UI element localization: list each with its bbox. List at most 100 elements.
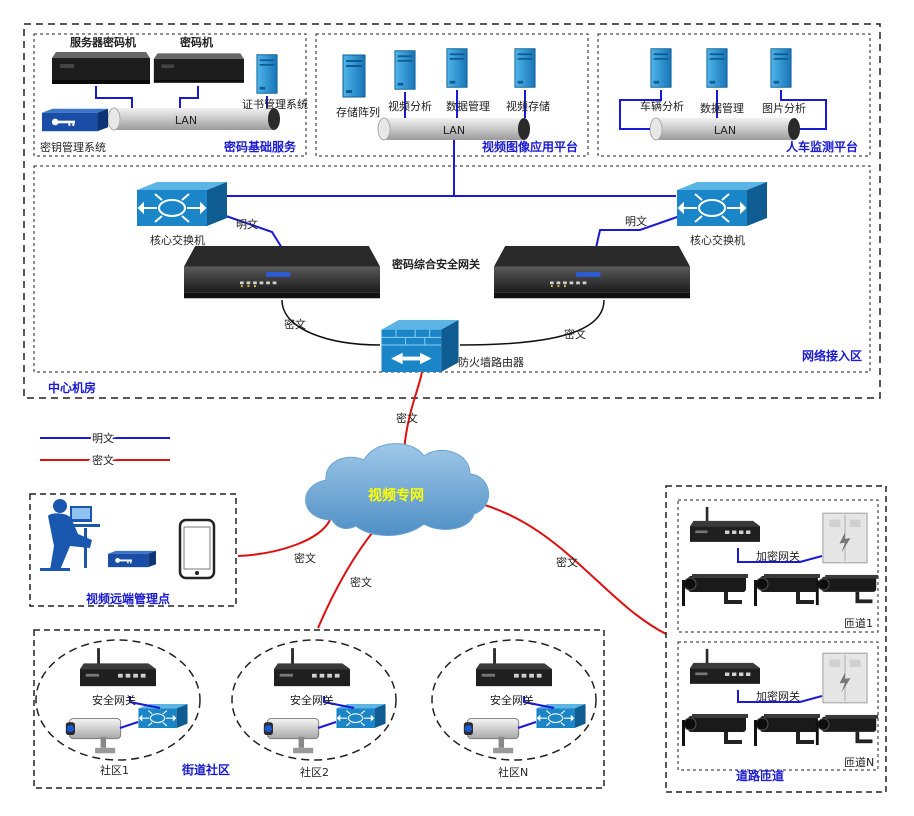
camera-icon (463, 718, 520, 754)
center-room-frame (23, 23, 881, 399)
gateway-left-icon (184, 246, 380, 299)
gateway-right-icon (494, 246, 690, 299)
center-room-title: 中心机房 (48, 380, 96, 395)
camera-icon (65, 718, 122, 754)
server-crypto-machine (52, 52, 150, 84)
key-box-icon (108, 550, 156, 568)
video-analysis-icon (394, 50, 416, 90)
plain-right-label: 明文 (625, 214, 647, 228)
video-platform-frame (315, 33, 589, 157)
camera-icon (263, 718, 320, 754)
vehicle-platform-panel: LAN 车辆分析 数据管理 图片分析 人车监测平台 (619, 48, 858, 154)
cert-server-icon (256, 54, 278, 94)
ramp-1: 加密网关 匝道1 (677, 499, 879, 633)
community-name: 社区1 (100, 763, 129, 777)
phone-icon (178, 518, 216, 580)
ramp-gateway-label: 加密网关 (756, 549, 800, 563)
legend-plain-label: 明文 (92, 431, 114, 445)
core-switch-left-label: 核心交换机 (150, 233, 205, 247)
access-zone-title: 网络接入区 (802, 348, 862, 363)
vehicle-platform-title: 人车监测平台 (786, 139, 858, 154)
image-analysis-icon (770, 48, 792, 88)
data-mgmt-icon (446, 48, 468, 88)
community-gateway-icon (476, 648, 552, 687)
camera-icon (815, 714, 879, 746)
crypto-machine-label: 密码机 (180, 35, 213, 49)
crypto-service-panel: LAN 服务器密码机 密码机 证书管理系统 密钥管理系统 密码基础服务 (40, 35, 308, 154)
ramp-gateway-icon (690, 506, 760, 542)
cipher-left-label: 密文 (284, 317, 306, 331)
core-switch-left-icon (136, 182, 228, 226)
cloud-label: 视频专网 (368, 487, 424, 504)
switch-icon (138, 704, 188, 728)
link-label-remote: 密文 (294, 551, 316, 565)
ramp-gateway-icon (690, 648, 760, 684)
link-label-top: 密文 (396, 411, 418, 425)
remote-mgmt-panel: 视频远端管理点 (40, 499, 216, 606)
crypto-service-frame (33, 33, 307, 157)
road-ramp-frame (665, 485, 887, 793)
firewall-icon (380, 320, 460, 372)
cipher-right-label: 密文 (564, 327, 586, 341)
cabinet-icon (822, 652, 868, 704)
community-name: 社区2 (300, 765, 329, 779)
road-ramp-title: 道路匝道 (736, 768, 784, 783)
ramp-n: 加密网关 匝道N (677, 641, 879, 771)
data-mgmt-icon (706, 48, 728, 88)
vehicle-platform-frame (597, 33, 871, 157)
plain-left-label: 明文 (236, 217, 258, 231)
camera-icon (815, 574, 879, 606)
lan-bar (114, 108, 274, 130)
video-analysis-label: 视频分析 (388, 99, 432, 113)
car-analysis-icon (650, 48, 672, 88)
switch-icon (536, 704, 586, 728)
legend: 明文 密文 (40, 429, 170, 469)
crypto-machine (153, 53, 244, 83)
community-gateway-icon (80, 648, 156, 687)
community-2: 安全网关 社区2 (231, 639, 397, 779)
gateway-label: 密码综合安全网关 (392, 257, 480, 271)
community-n: 安全网关 社区N (431, 639, 597, 779)
camera-icon (681, 713, 749, 747)
remote-mgmt-frame (29, 493, 237, 607)
community-gateway-label: 安全网关 (290, 693, 334, 707)
car-analysis-label: 车辆分析 (640, 99, 684, 113)
camera-icon (753, 713, 821, 747)
video-storage-label: 视频存储 (506, 99, 550, 113)
switch-icon (336, 704, 386, 728)
link-label-road: 密文 (556, 555, 578, 569)
key-mgmt-label: 密钥管理系统 (40, 140, 106, 154)
video-platform-title: 视频图像应用平台 (482, 139, 578, 154)
key-mgmt-box (42, 108, 108, 132)
crypto-service-title: 密码基础服务 (224, 139, 297, 154)
camera-icon (753, 573, 821, 607)
lan-bar (384, 118, 524, 140)
data-mgmt-label: 数据管理 (700, 101, 744, 115)
access-zone-frame (33, 165, 871, 373)
ramp-gateway-label: 加密网关 (756, 689, 800, 703)
street-community-title: 街道社区 (181, 762, 230, 777)
core-switch-right-label: 核心交换机 (690, 233, 745, 247)
cert-mgmt-label: 证书管理系统 (242, 97, 308, 111)
storage-array-icon (342, 54, 366, 98)
lan-label: LAN (175, 114, 197, 127)
lan-label: LAN (443, 124, 465, 137)
street-community-frame (33, 629, 605, 789)
image-analysis-label: 图片分析 (762, 101, 806, 115)
community-gateway-label: 安全网关 (490, 693, 534, 707)
cabinet-icon (822, 512, 868, 564)
access-zone: 核心交换机 核心交换机 明文 明文 密码综合安全网关 密文 密文 防火墙路由器 … (136, 140, 862, 372)
video-network-cloud: 视频专网 (305, 443, 490, 536)
data-mgmt-label: 数据管理 (446, 99, 490, 113)
remote-mgmt-title: 视频远端管理点 (86, 591, 170, 606)
lan-bar (656, 118, 794, 140)
community-name: 社区N (498, 765, 528, 779)
core-switch-right-icon (676, 182, 768, 226)
ramp-name: 匝道N (844, 755, 874, 769)
community-gateway-icon (274, 648, 350, 687)
storage-array-label: 存储阵列 (336, 105, 380, 119)
lan-label: LAN (714, 124, 736, 137)
legend-cipher-label: 密文 (92, 453, 114, 467)
firewall-label: 防火墙路由器 (458, 355, 524, 369)
camera-icon (681, 573, 749, 607)
